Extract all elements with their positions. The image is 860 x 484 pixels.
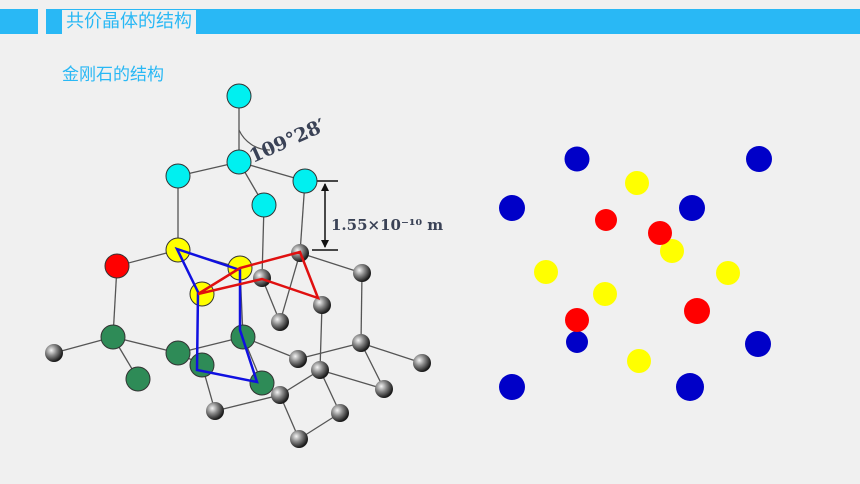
- blue-ring: [174, 246, 259, 384]
- red-ring: [197, 250, 321, 301]
- projection-view: [499, 146, 772, 401]
- page-title: 共价晶体的结构: [62, 10, 196, 34]
- section-subtitle: 金刚石的结构: [62, 65, 164, 85]
- bond-angle-label: 109°28′: [246, 115, 329, 168]
- bond-length-label: 1.55×10⁻¹⁰ m: [331, 216, 443, 234]
- angle-arc: [238, 129, 271, 151]
- carbon-atoms: [45, 244, 431, 448]
- header-accent-block: [0, 9, 38, 34]
